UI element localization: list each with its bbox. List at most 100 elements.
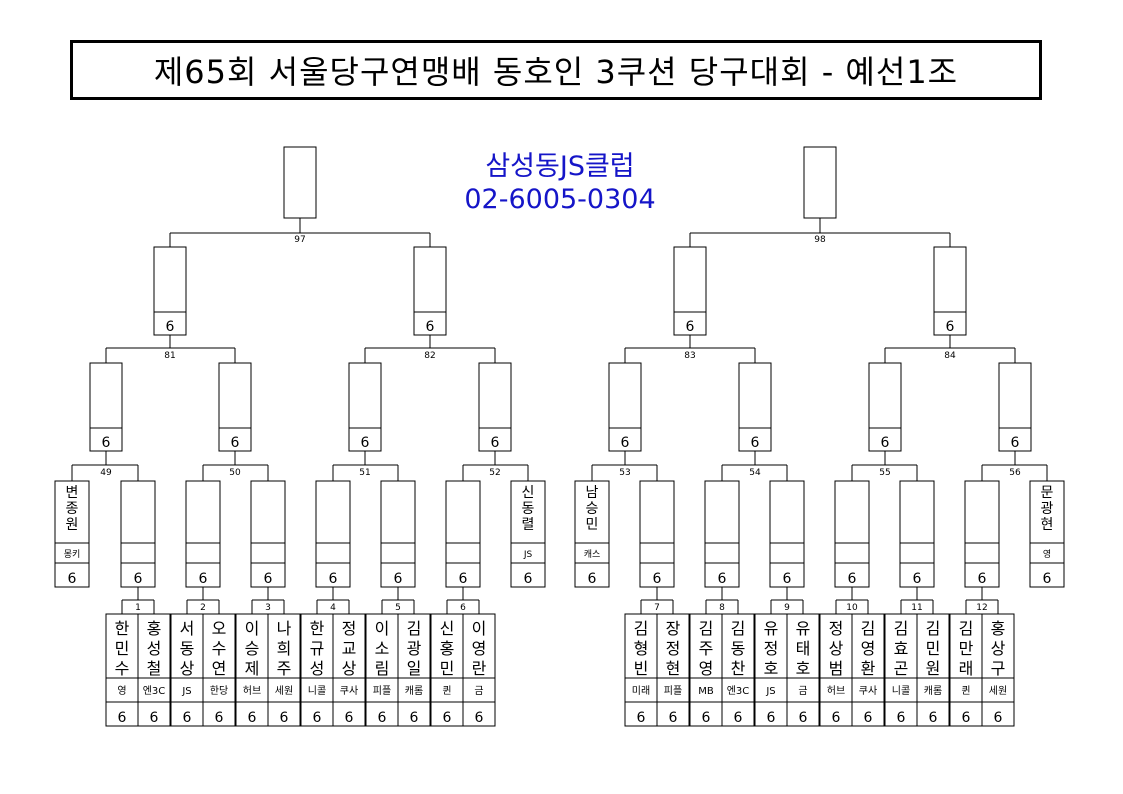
score-slot: 6 bbox=[767, 710, 776, 726]
title-box: 제65회 서울당구연맹배 동호인 3쿠션 당구대회 - 예선1조 bbox=[70, 40, 1042, 100]
player-name: 원 bbox=[926, 659, 941, 678]
player-name: 란 bbox=[472, 659, 487, 678]
score-slot: 6 bbox=[962, 710, 971, 726]
player-box bbox=[786, 613, 820, 727]
player-name: 김 bbox=[926, 619, 941, 638]
player-name: 광 bbox=[407, 639, 422, 658]
player-name: 홍 bbox=[147, 619, 162, 638]
score-slot: 6 bbox=[621, 435, 630, 451]
player-name: 김 bbox=[699, 619, 714, 638]
player-name: 연 bbox=[212, 659, 227, 678]
player-name: 소 bbox=[375, 639, 390, 658]
first-round-match-number: 12 bbox=[976, 603, 987, 613]
score-slot: 6 bbox=[929, 710, 938, 726]
quarter-match-number: 55 bbox=[879, 468, 890, 478]
quarter-box bbox=[868, 362, 902, 452]
player-name: 환 bbox=[861, 659, 876, 678]
quarter-box bbox=[478, 362, 512, 452]
score-slot: 6 bbox=[897, 710, 906, 726]
score-slot: 6 bbox=[946, 319, 955, 335]
player-box bbox=[884, 613, 918, 727]
second-round-box bbox=[380, 480, 416, 588]
bye-player-name: 신 bbox=[522, 485, 535, 501]
bye-player-club: 몽키 bbox=[64, 549, 81, 560]
quarter-box bbox=[738, 362, 772, 452]
second-round-box bbox=[315, 480, 351, 588]
bye-player-club: 영 bbox=[1043, 549, 1051, 560]
score-slot: 6 bbox=[215, 710, 224, 726]
score-slot: 6 bbox=[848, 571, 857, 587]
player-club: 니콜 bbox=[308, 685, 326, 697]
score-slot: 6 bbox=[702, 710, 711, 726]
score-slot: 6 bbox=[150, 710, 159, 726]
semifinal-match-number: 82 bbox=[424, 351, 435, 361]
score-slot: 6 bbox=[881, 435, 890, 451]
bye-player-name: 원 bbox=[66, 517, 79, 533]
player-club: 엔3C bbox=[727, 685, 750, 697]
player-box bbox=[981, 613, 1015, 727]
score-slot: 6 bbox=[751, 435, 760, 451]
bye-player-name: 렬 bbox=[522, 517, 535, 533]
player-name: 장 bbox=[666, 619, 681, 638]
player-box bbox=[462, 613, 496, 727]
player-box bbox=[916, 613, 950, 727]
player-name: 제 bbox=[245, 659, 260, 678]
bye-player-box bbox=[54, 480, 90, 588]
bye-player-name: 현 bbox=[1041, 517, 1054, 533]
score-slot: 6 bbox=[394, 571, 403, 587]
final-box bbox=[803, 146, 837, 219]
second-round-box bbox=[185, 480, 221, 588]
player-name: 정 bbox=[764, 639, 779, 658]
score-slot: 6 bbox=[199, 571, 208, 587]
player-name: 유 bbox=[764, 619, 779, 638]
player-name: 민 bbox=[926, 639, 941, 658]
player-club: 니콜 bbox=[892, 685, 910, 697]
second-round-box bbox=[899, 480, 935, 588]
score-slot: 6 bbox=[459, 571, 468, 587]
player-name: 철 bbox=[147, 659, 162, 678]
first-round-match-number: 11 bbox=[911, 603, 922, 613]
player-name: 현 bbox=[666, 659, 681, 678]
score-slot: 6 bbox=[913, 571, 922, 587]
player-box bbox=[267, 613, 301, 727]
player-club: JS bbox=[765, 686, 775, 697]
bye-player-box bbox=[510, 480, 546, 588]
score-slot: 6 bbox=[686, 319, 695, 335]
score-slot: 6 bbox=[248, 710, 257, 726]
quarter-match-number: 49 bbox=[100, 468, 112, 478]
player-name: 유 bbox=[796, 619, 811, 638]
player-name: 이 bbox=[245, 619, 260, 638]
player-club: 쿠사 bbox=[859, 685, 877, 697]
score-slot: 6 bbox=[994, 710, 1003, 726]
player-name: 이 bbox=[375, 619, 390, 638]
player-name: 규 bbox=[310, 639, 325, 658]
second-round-box bbox=[769, 480, 805, 588]
semifinal-match-number: 83 bbox=[684, 351, 695, 361]
player-name: 나 bbox=[277, 619, 292, 638]
player-name: 김 bbox=[894, 619, 909, 638]
player-club: 퀸 bbox=[442, 685, 451, 697]
player-name: 교 bbox=[342, 639, 357, 658]
semifinal-box bbox=[933, 246, 967, 336]
score-slot: 6 bbox=[426, 319, 435, 335]
score-slot: 6 bbox=[378, 710, 387, 726]
player-name: 수 bbox=[115, 659, 130, 678]
quarter-match-number: 51 bbox=[359, 468, 370, 478]
player-name: 민 bbox=[115, 639, 130, 658]
second-round-box bbox=[250, 480, 286, 588]
club-info: 삼성동JS클럽 02-6005-0304 bbox=[440, 150, 680, 216]
score-slot: 6 bbox=[669, 710, 678, 726]
bye-player-name: 승 bbox=[586, 501, 599, 517]
player-box bbox=[170, 613, 204, 727]
score-slot: 6 bbox=[491, 435, 500, 451]
score-slot: 6 bbox=[166, 319, 175, 335]
player-name: 민 bbox=[440, 659, 455, 678]
player-name: 효 bbox=[894, 639, 909, 658]
score-slot: 6 bbox=[68, 571, 77, 587]
player-name: 성 bbox=[147, 639, 162, 658]
player-name: 영 bbox=[699, 659, 714, 678]
player-box bbox=[137, 613, 171, 727]
player-club: JS bbox=[181, 686, 191, 697]
score-slot: 6 bbox=[864, 710, 873, 726]
player-name: 림 bbox=[375, 659, 390, 678]
